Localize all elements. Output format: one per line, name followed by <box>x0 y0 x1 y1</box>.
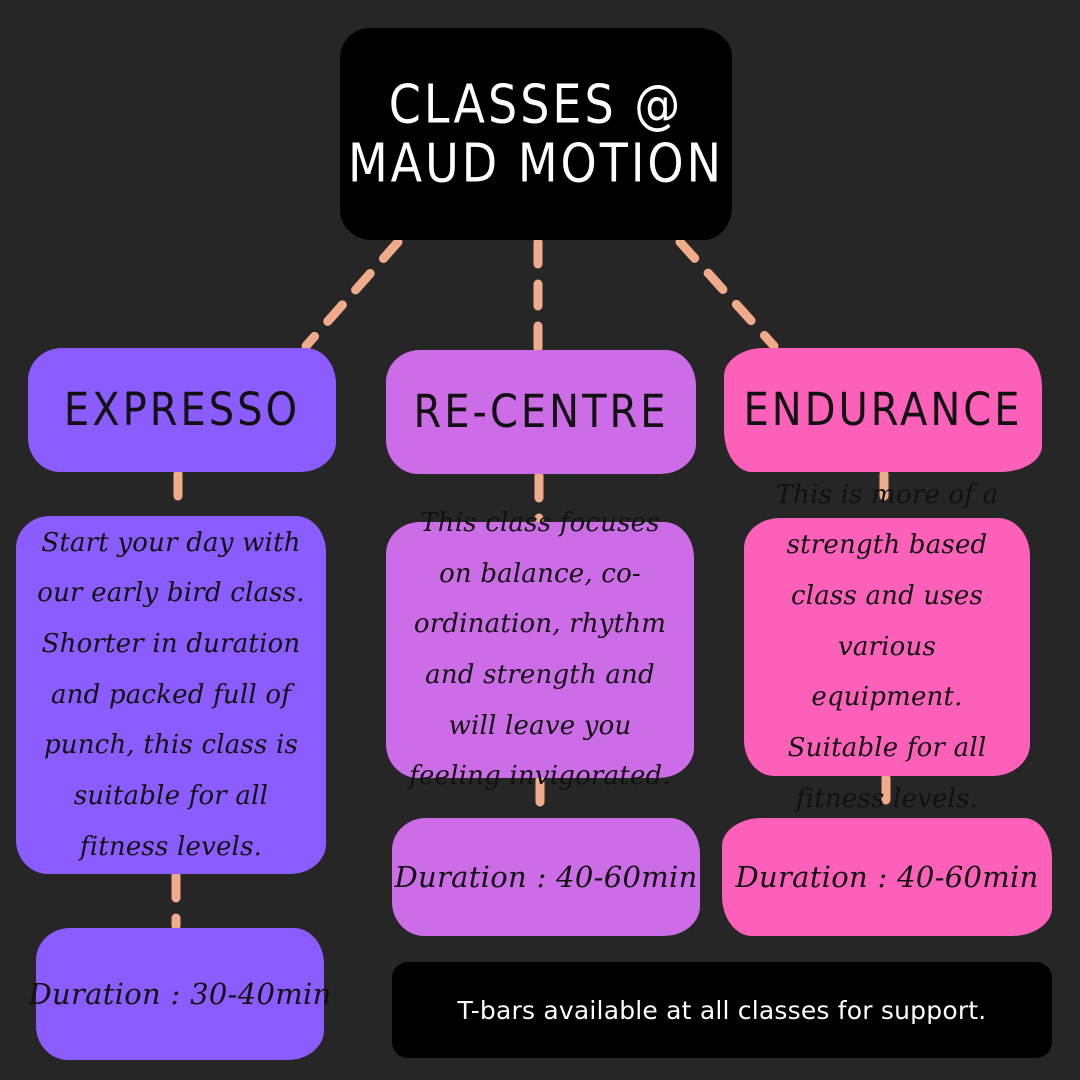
main-title-card: CLASSES @ MAUD MOTION <box>340 28 732 240</box>
class-header-label: EXPRESSO <box>63 383 301 437</box>
class-description-expresso: Start your day with our early bird class… <box>16 516 326 874</box>
class-description-text: This class focuses on balance, co-ordina… <box>409 507 671 792</box>
class-description-text: Start your day with our early bird class… <box>37 527 305 862</box>
title-line-1: CLASSES @ <box>388 72 684 136</box>
title-line-2: MAUD MOTION <box>347 131 725 195</box>
class-header-endurance[interactable]: ENDURANCE <box>724 348 1042 472</box>
class-header-expresso[interactable]: EXPRESSO <box>28 348 336 472</box>
class-duration-text: Duration : 30-40min <box>28 977 332 1011</box>
class-description-endurance: This is more of a strength based class a… <box>744 480 1030 814</box>
class-duration-text: Duration : 40-60min <box>394 860 698 894</box>
footer-note-text: T-bars available at all classes for supp… <box>457 995 987 1025</box>
class-header-label: ENDURANCE <box>743 383 1023 437</box>
footer-note-card: T-bars available at all classes for supp… <box>392 962 1052 1058</box>
class-description-recentre: This class focuses on balance, co-ordina… <box>386 508 694 791</box>
class-header-label: RE-CENTRE <box>413 385 669 439</box>
connector-title-to-endurance <box>675 237 779 351</box>
class-duration-expresso: Duration : 30-40min <box>28 928 331 1060</box>
class-duration-text: Duration : 40-60min <box>735 860 1039 894</box>
class-duration-endurance: Duration : 40-60min <box>722 818 1052 936</box>
class-description-text: This is more of a strength based class a… <box>775 479 999 814</box>
class-duration-recentre: Duration : 40-60min <box>392 818 700 936</box>
connector-title-to-expresso <box>301 237 403 351</box>
class-header-recentre[interactable]: RE-CENTRE <box>386 350 696 474</box>
